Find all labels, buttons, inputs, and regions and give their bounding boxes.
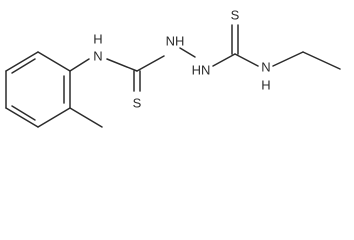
bond-methyl (69, 107, 103, 128)
bond-ring-6 (5, 51, 39, 72)
label-s-left: S (133, 96, 142, 111)
label-h-aryl: H (93, 32, 102, 47)
label-n-aryl: N (93, 49, 102, 64)
bond-ch2-ch3 (302, 51, 341, 70)
bond-n-ch2 (272, 51, 304, 67)
bond-ring-4 (5, 107, 39, 128)
molecule-diagram: H N S NH HN S N H (5, 8, 341, 128)
label-nh-left: NH (166, 34, 185, 49)
label-n-ethyl: N (261, 60, 270, 75)
label-h-ethyl: H (261, 78, 270, 93)
label-hn-right: HN (192, 63, 211, 78)
bond-ring-3 (37, 107, 71, 128)
bond-ring-1 (37, 51, 71, 72)
structure-canvas: H N S NH HN S N H (5, 8, 341, 128)
bond-ring-n (69, 58, 90, 72)
bond-ring-inner-2 (11, 105, 36, 121)
bond-c1-nh (136, 55, 165, 72)
bond-c2-n (234, 53, 259, 67)
bond-nn (179, 47, 196, 58)
label-s-right: S (231, 8, 240, 23)
bond-n-c1 (106, 58, 138, 72)
bond-hn-c2 (212, 53, 236, 67)
bond-ring-inner-3 (11, 58, 36, 74)
